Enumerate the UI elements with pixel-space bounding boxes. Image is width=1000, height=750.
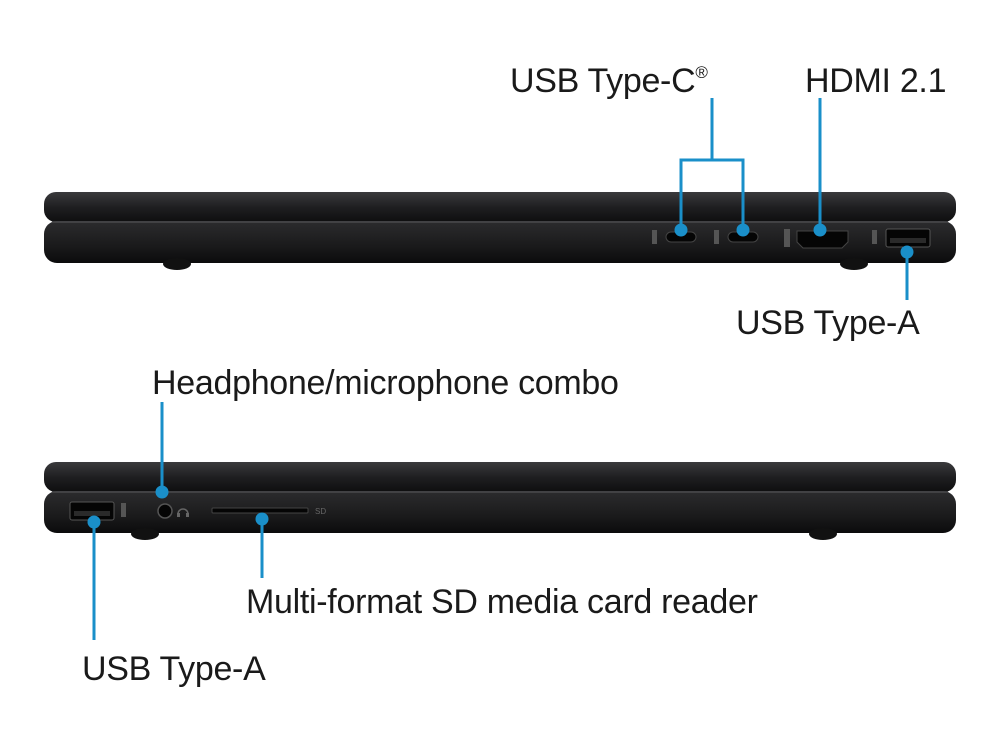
laptop-left-side-view: SD	[44, 402, 956, 640]
hdmi-label: HDMI 2.1	[805, 62, 947, 100]
headphone-microphone-label: Headphone/microphone combo	[152, 364, 619, 402]
sd-leader-line	[255, 512, 269, 578]
usb-a-left-leader-line	[87, 515, 101, 640]
usb-c-leader-line	[674, 98, 750, 237]
usb-a-right-leader-line	[900, 245, 914, 300]
laptop-base	[44, 221, 956, 263]
laptop-lid	[44, 462, 956, 492]
registered-mark: ®	[695, 63, 708, 82]
headphone-jack-icon	[157, 503, 189, 519]
laptop-lid	[44, 192, 956, 222]
hdmi-leader-line	[813, 98, 827, 237]
rubber-foot	[163, 258, 191, 270]
sd-card-reader-label: Multi-format SD media card reader	[246, 583, 758, 621]
rubber-foot	[809, 528, 837, 540]
rubber-foot	[840, 258, 868, 270]
laptop-base	[44, 491, 956, 533]
audio-leader-line	[155, 402, 169, 499]
hdmi-port-icon	[784, 229, 849, 249]
sd-engraving: SD	[315, 507, 326, 516]
usb-type-a-left-label: USB Type-A	[82, 650, 266, 688]
laptop-right-side-view	[44, 98, 956, 300]
rubber-foot	[131, 528, 159, 540]
usb-type-c-label: USB Type-C®	[510, 62, 708, 100]
usb-type-a-right-label: USB Type-A	[736, 304, 920, 342]
